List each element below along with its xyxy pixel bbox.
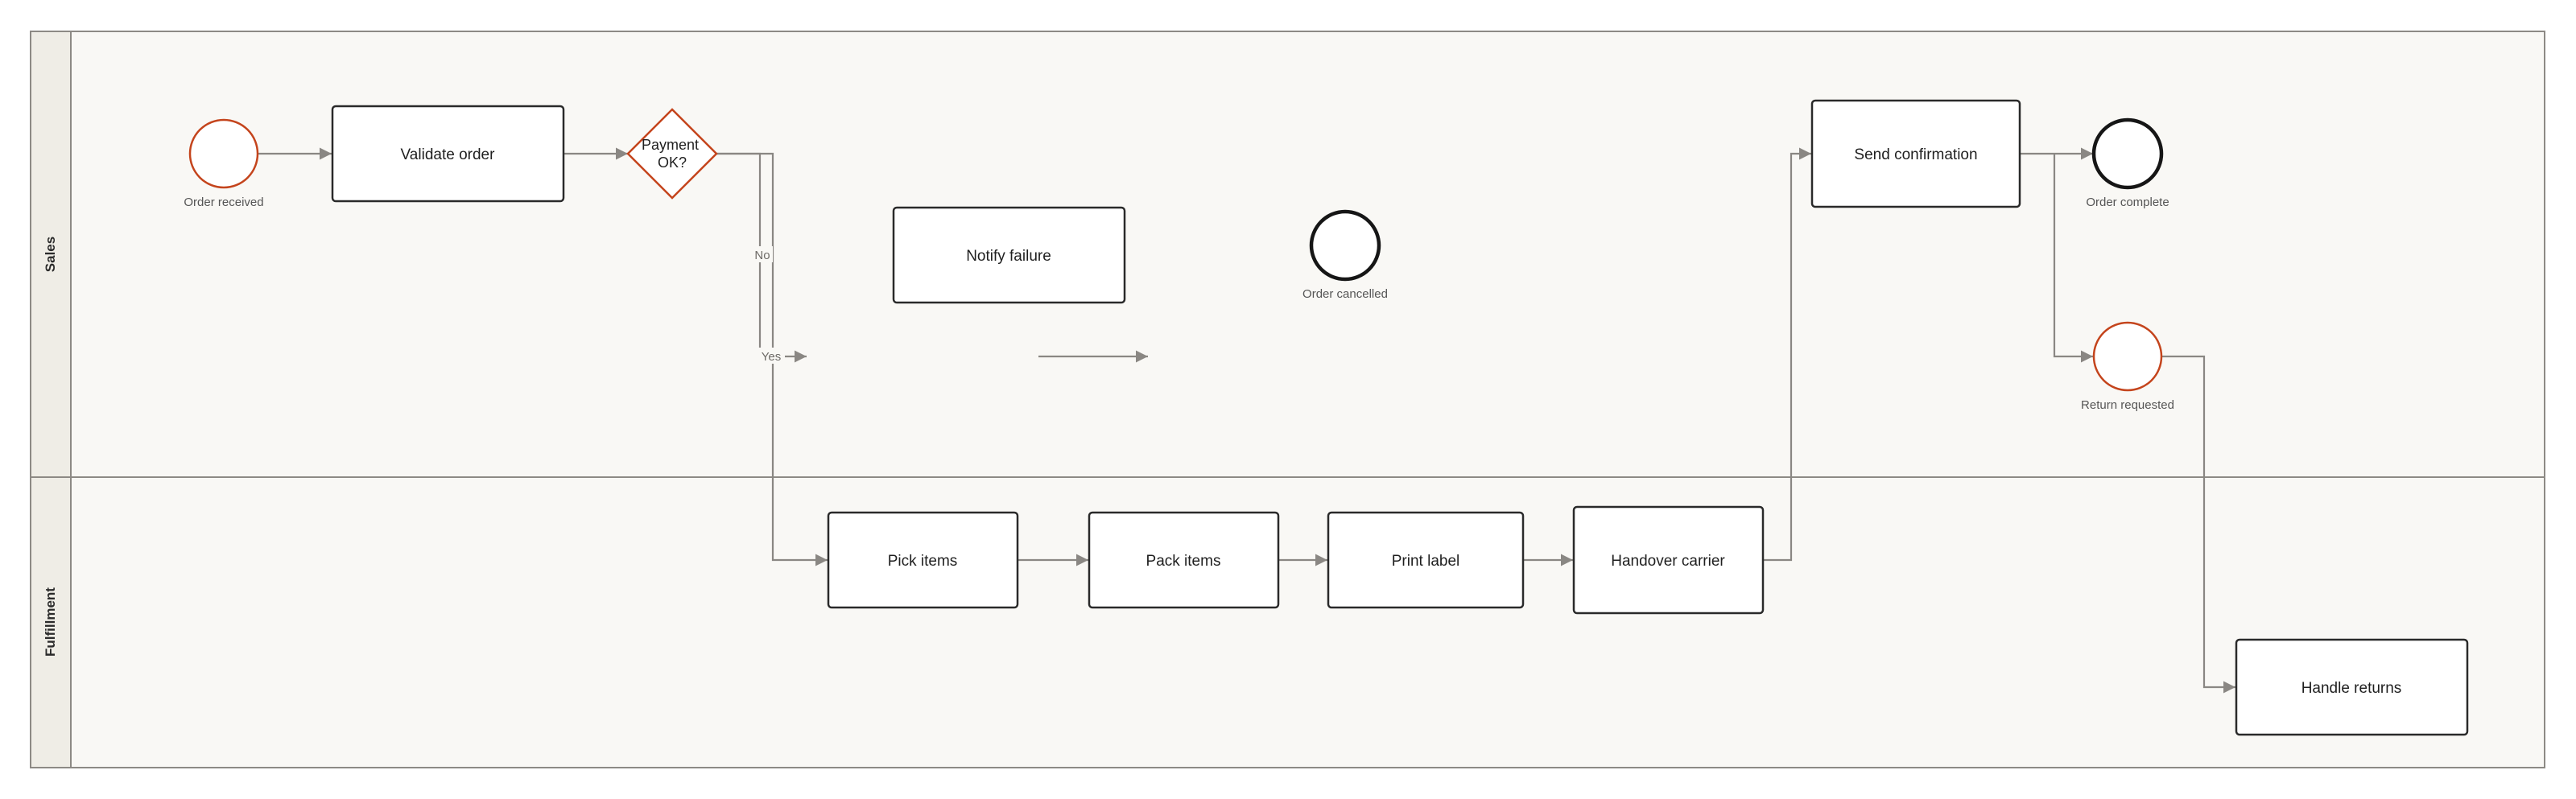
task-pick-items[interactable]: Pick items [827, 511, 1019, 609]
svg-text:No: No [754, 249, 770, 262]
task-label: Notify failure [966, 248, 1051, 265]
task-label: Validate order [401, 146, 496, 163]
task-label: Send confirmation [1854, 146, 1977, 163]
flow-return-to-handle-returns[interactable] [2162, 355, 2235, 694]
task-label: Print label [1392, 553, 1460, 570]
flow-label-no: No [752, 246, 773, 262]
flow-label-yes: Yes [758, 348, 785, 364]
task-pack-items[interactable]: Pack items [1088, 511, 1280, 609]
pool: Sales Fulfillment [30, 31, 2545, 768]
task-label: Pick items [888, 553, 958, 570]
event-label: Order received [184, 196, 263, 209]
start-event-order-received[interactable]: Order received [184, 118, 264, 209]
task-handle-returns[interactable]: Handle returns [2235, 638, 2469, 736]
flow-handover-to-confirmation[interactable] [1763, 147, 1811, 562]
event-label: Order cancelled [1302, 287, 1388, 301]
task-print-label[interactable]: Print label [1327, 511, 1525, 609]
event-label: Order complete [2086, 196, 2169, 209]
task-notify-failure[interactable]: Notify failure [892, 206, 1126, 304]
task-validate-order[interactable]: Validate order [331, 105, 565, 203]
task-label: Handover carrier [1611, 553, 1725, 570]
intermediate-event-return-requested[interactable]: Return requested [2081, 321, 2174, 412]
task-label: Handle returns [2301, 680, 2402, 697]
gateway-label: Payment OK? [642, 137, 703, 171]
lane-title-sales: Sales [43, 237, 58, 272]
svg-text:Yes: Yes [762, 350, 781, 364]
gateway-payment-ok[interactable]: Payment OK? [626, 108, 718, 200]
task-label: Pack items [1146, 553, 1221, 570]
lane-fulfillment: Fulfillment [30, 476, 2545, 768]
end-event-order-complete[interactable]: Order complete [2086, 117, 2169, 209]
event-label: Return requested [2081, 398, 2174, 412]
task-handover-carrier[interactable]: Handover carrier [1572, 505, 1765, 615]
end-event-order-cancelled[interactable]: Order cancelled [1302, 209, 1388, 301]
flow-confirmation-to-return[interactable] [2053, 154, 2093, 363]
lane-title-fulfillment: Fulfillment [43, 587, 58, 657]
task-send-confirmation[interactable]: Send confirmation [1810, 99, 2021, 208]
sequence-flows: No Yes [258, 147, 2235, 694]
